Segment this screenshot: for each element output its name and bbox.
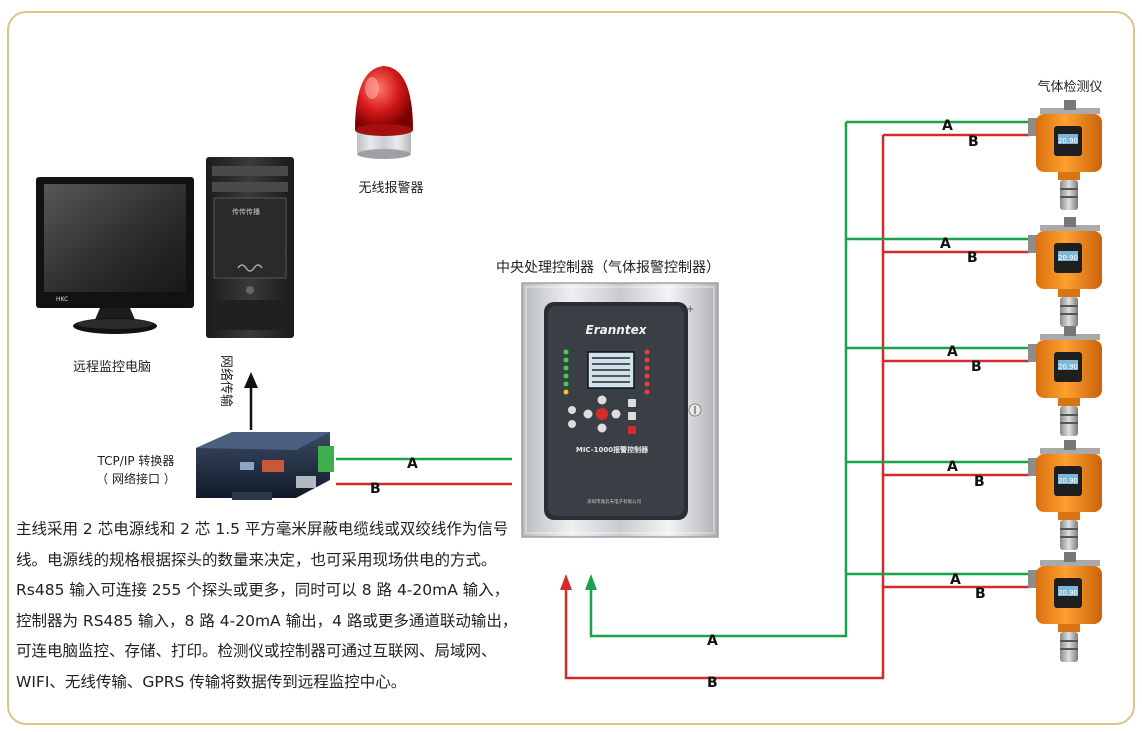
outer-frame [7,11,1135,725]
tcp-ip-converter [196,432,334,500]
converter-subtitle: （ 网络接口 ） [96,471,176,486]
controller-model: MIC-1000报警控制器 [576,445,649,454]
line-b-label: B [967,250,978,266]
detector-readout-2: 20.90 [1058,254,1078,262]
detector-readout-5: 20.90 [1058,589,1078,597]
monitor-brand: HKC [56,296,68,303]
remote-pc-label: 远程监控电脑 [73,360,151,375]
network-transfer-label: 网络传输 [218,355,234,407]
arrow-up-black [244,372,258,388]
tower-label: 传传传播 [232,207,260,216]
monitor [36,177,194,334]
description-line: 可连电脑监控、存储、打印。检测仪或控制器可通过互联网、局域网、 [16,642,497,660]
description-text: 主线采用 2 芯电源线和 2 芯 1.5 平方毫米屏蔽电缆线或双绞线作为信号 线… [16,514,536,697]
line-b-label: B [707,675,718,691]
controller-company: 深圳市逸云天电子有限公司 [587,498,641,505]
line-b-label: B [974,474,985,490]
line-b-label: B [370,481,381,497]
detector-4 [1028,440,1102,550]
description-line: Rs485 输入可连接 255 个探头或更多，同时可以 8 路 4-20mA 输… [16,581,510,599]
wiring [336,120,1030,680]
line-a-label: A [947,459,958,475]
central-controller: + [521,282,719,538]
bus-line-a [589,122,848,638]
detector-5 [1028,552,1102,662]
description-line: 线。电源线的规格根据探头的数量来决定，也可采用现场供电的方式。 [16,550,497,569]
converter-title: TCP/IP 转换器 [97,453,175,468]
detector-3 [1028,326,1102,436]
line-b-label: B [971,359,982,375]
line-a-label: A [707,633,718,649]
detector-1 [1028,100,1102,210]
detector-title: 气体检测仪 [1037,79,1102,95]
line-a-label: A [947,344,958,360]
controller-brand: Eranntex [586,323,648,337]
alarm-label: 无线报警器 [358,180,423,196]
svg-text:+: + [686,304,694,315]
detector-readout-4: 20.90 [1058,477,1078,485]
arrow-up-red [560,574,572,590]
line-a-label: A [940,236,951,252]
line-a-label: A [407,456,418,472]
pc-tower [206,157,294,338]
description-line: WIFI、无线传输、GPRS 传输将数据传到远程监控中心。 [16,672,407,691]
line-a-label: A [942,118,953,134]
detector-readout-3: 20.90 [1058,363,1078,371]
detector-2 [1028,217,1102,327]
arrow-up-green [585,574,597,590]
controller-title: 中央处理控制器（气体报警控制器） [496,260,720,276]
bus-line-b [564,135,885,680]
detector-readout-1: 20.90 [1058,137,1078,145]
line-b-label: B [975,586,986,602]
line-b-label: B [968,134,979,150]
description-line: 主线采用 2 芯电源线和 2 芯 1.5 平方毫米屏蔽电缆线或双绞线作为信号 [16,520,509,538]
line-a-label: A [950,572,961,588]
description-line: 控制器为 RS485 输入，8 路 4-20mA 输出，4 路或更多通道联动输出… [16,611,518,630]
wireless-alarm [355,66,413,159]
